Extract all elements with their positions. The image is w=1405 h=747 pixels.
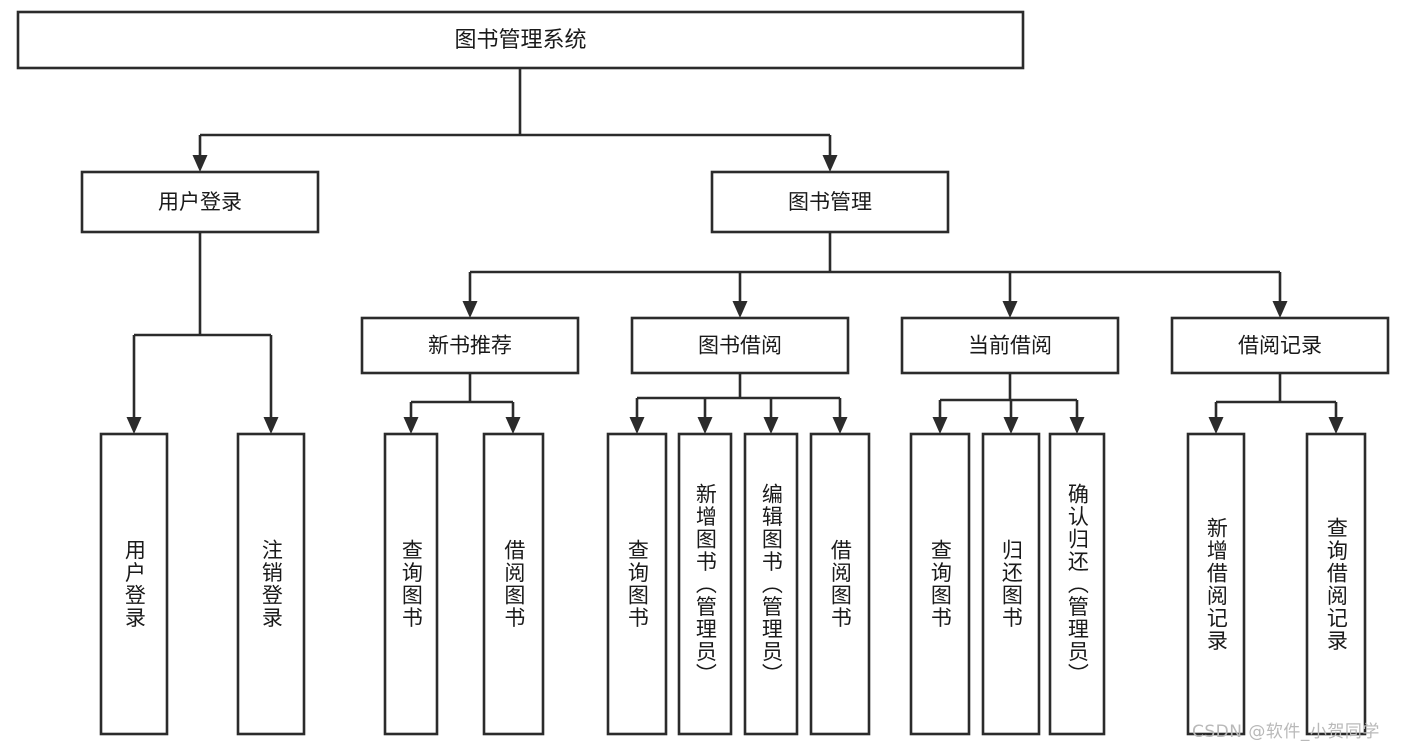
node-book-manage[interactable]: [710, 170, 950, 234]
node-current-borrow[interactable]: [900, 316, 1120, 375]
node-leaf-return-book[interactable]: [981, 432, 1041, 736]
arrow-head-icon: [1272, 301, 1288, 318]
node-box-leaf-return-book[interactable]: [981, 432, 1041, 736]
arrow-head-icon: [263, 417, 279, 434]
node-box-current-borrow[interactable]: [900, 316, 1120, 375]
arrow-head-icon: [1208, 417, 1224, 434]
node-box-leaf-borrow-book-1[interactable]: [482, 432, 545, 736]
arrow-head-icon: [1002, 301, 1018, 318]
node-box-leaf-query-book-1[interactable]: [383, 432, 439, 736]
node-box-user-login[interactable]: [80, 170, 320, 234]
node-label-book-borrow: 图书借阅: [698, 334, 782, 358]
node-box-leaf-query-book-2[interactable]: [606, 432, 668, 736]
node-leaf-query-book-3[interactable]: [909, 432, 971, 736]
node-box-leaf-query-record[interactable]: [1305, 432, 1367, 736]
node-book-borrow[interactable]: [630, 316, 850, 375]
csdn-watermark: CSDN @软件_小贺同学: [1192, 722, 1380, 742]
node-label-book-manage: 图书管理: [788, 190, 872, 214]
node-box-book-manage[interactable]: [710, 170, 950, 234]
arrow-head-icon: [403, 417, 419, 434]
node-label-user-login: 用户登录: [158, 190, 242, 214]
node-new-book-rec[interactable]: [360, 316, 580, 375]
node-leaf-confirm-return[interactable]: [1048, 432, 1106, 736]
node-label-new-book-rec: 新书推荐: [428, 334, 512, 358]
node-box-leaf-user-login[interactable]: [99, 432, 169, 736]
node-box-leaf-confirm-return[interactable]: [1048, 432, 1106, 736]
node-user-login[interactable]: [80, 170, 320, 234]
node-label-borrow-record: 借阅记录: [1238, 334, 1322, 358]
arrow-head-icon: [697, 417, 713, 434]
node-box-leaf-add-record[interactable]: [1186, 432, 1246, 736]
arrow-head-icon: [832, 417, 848, 434]
node-leaf-borrow-book-1[interactable]: [482, 432, 545, 736]
arrow-head-icon: [192, 155, 208, 172]
node-leaf-query-record[interactable]: [1305, 432, 1367, 736]
node-layer: [16, 10, 1390, 736]
arrow-head-icon: [629, 417, 645, 434]
node-leaf-user-login[interactable]: [99, 432, 169, 736]
arrow-head-icon: [822, 155, 838, 172]
node-leaf-add-record[interactable]: [1186, 432, 1246, 736]
arrow-head-icon: [763, 417, 779, 434]
node-box-leaf-logout[interactable]: [236, 432, 306, 736]
node-root[interactable]: [16, 10, 1025, 70]
node-box-leaf-borrow-book-2[interactable]: [809, 432, 871, 736]
node-box-leaf-query-book-3[interactable]: [909, 432, 971, 736]
node-box-leaf-add-book[interactable]: [677, 432, 733, 736]
connector-layer: [126, 68, 1344, 434]
arrow-head-icon: [732, 301, 748, 318]
node-leaf-add-book[interactable]: [677, 432, 733, 736]
arrow-head-icon: [1003, 417, 1019, 434]
node-leaf-edit-book[interactable]: [743, 432, 799, 736]
node-leaf-borrow-book-2[interactable]: [809, 432, 871, 736]
arrow-head-icon: [462, 301, 478, 318]
node-label-current-borrow: 当前借阅: [968, 334, 1052, 358]
arrow-head-icon: [1328, 417, 1344, 434]
node-box-book-borrow[interactable]: [630, 316, 850, 375]
node-label-root: 图书管理系统: [454, 28, 586, 53]
node-box-borrow-record[interactable]: [1170, 316, 1390, 375]
arrow-head-icon: [1069, 417, 1085, 434]
node-borrow-record[interactable]: [1170, 316, 1390, 375]
node-box-root[interactable]: [16, 10, 1025, 70]
node-leaf-query-book-2[interactable]: [606, 432, 668, 736]
arrow-head-icon: [126, 417, 142, 434]
arrow-head-icon: [932, 417, 948, 434]
node-leaf-logout[interactable]: [236, 432, 306, 736]
node-box-new-book-rec[interactable]: [360, 316, 580, 375]
arrow-head-icon: [505, 417, 521, 434]
node-box-leaf-edit-book[interactable]: [743, 432, 799, 736]
node-leaf-query-book-1[interactable]: [383, 432, 439, 736]
